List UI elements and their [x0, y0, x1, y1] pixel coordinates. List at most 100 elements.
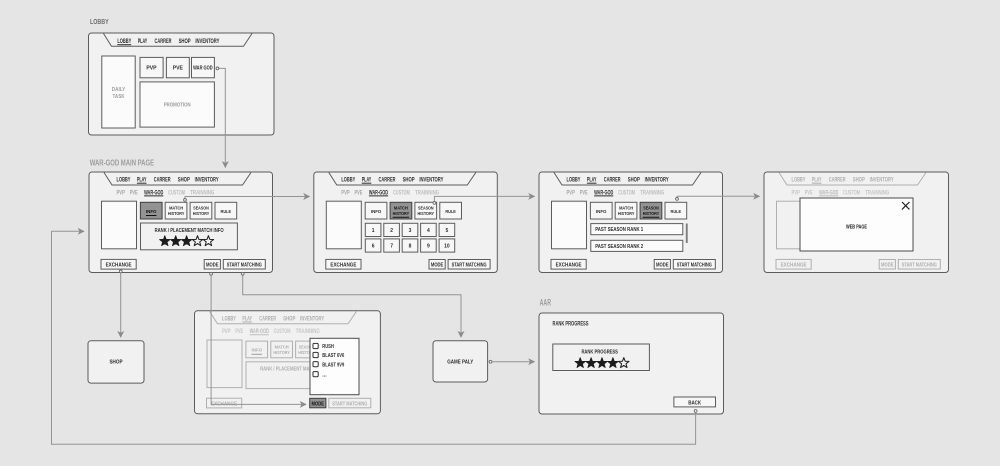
- svg-text:INVENTORY: INVENTORY: [419, 177, 444, 184]
- svg-text:RANK PROGRESS: RANK PROGRESS: [581, 350, 618, 356]
- svg-text:PLAY: PLAY: [362, 177, 372, 184]
- svg-text:RANK / PLACEMENT MATCH INFO: RANK / PLACEMENT MATCH INFO: [155, 228, 225, 234]
- svg-text:PVP: PVP: [792, 190, 800, 196]
- svg-text:INFO: INFO: [596, 209, 607, 215]
- svg-text:MATCH: MATCH: [169, 206, 183, 212]
- svg-text:PVP: PVP: [341, 190, 349, 196]
- svg-text:LOBBY: LOBBY: [90, 19, 109, 26]
- svg-text:3: 3: [409, 228, 412, 234]
- svg-text:MATCH: MATCH: [275, 344, 289, 350]
- svg-text:CUSTOM: CUSTOM: [393, 190, 410, 196]
- svg-text:4: 4: [427, 228, 430, 234]
- svg-text:RULE: RULE: [221, 209, 232, 215]
- svg-text:SEASON: SEASON: [418, 206, 434, 212]
- svg-text:RANK / PLACEMENT MATCH INFO: RANK / PLACEMENT MATCH INFO: [260, 367, 330, 373]
- svg-text:PVP: PVP: [146, 66, 157, 72]
- svg-text:PAST SEASON RANK 1: PAST SEASON RANK 1: [595, 227, 643, 233]
- svg-text:CARRER: CARRER: [155, 38, 172, 45]
- svg-text:CARRER: CARRER: [829, 177, 846, 184]
- svg-text:WAR-GOD: WAR-GOD: [819, 190, 839, 196]
- svg-text:CARRER: CARRER: [154, 177, 171, 184]
- svg-text:6: 6: [372, 244, 375, 250]
- svg-text:TRAINNING: TRAINNING: [865, 190, 889, 196]
- svg-text:MODE: MODE: [206, 263, 219, 269]
- svg-text:RULE: RULE: [445, 209, 456, 215]
- svg-text:PLAY: PLAY: [138, 38, 148, 45]
- svg-text:CARRER: CARRER: [259, 315, 276, 322]
- svg-text:LOBBY: LOBBY: [341, 177, 355, 184]
- svg-text:PLAY: PLAY: [242, 315, 252, 322]
- svg-text:INVENTORY: INVENTORY: [195, 177, 220, 184]
- svg-text:HISTORY: HISTORY: [418, 211, 435, 217]
- svg-text:LOBBY: LOBBY: [222, 315, 236, 322]
- svg-text:SEASON: SEASON: [193, 206, 209, 212]
- svg-text:START MATCHING: START MATCHING: [332, 401, 367, 407]
- svg-text:PAST SEASON RANK 2: PAST SEASON RANK 2: [595, 244, 643, 250]
- svg-text:HISTORY: HISTORY: [168, 211, 185, 217]
- svg-text:TRAINNING: TRAINNING: [640, 190, 664, 196]
- svg-text:INVENTORY: INVENTORY: [195, 38, 220, 45]
- svg-text:CARRER: CARRER: [379, 177, 396, 184]
- svg-text:WAR-GOD MAIN PAGE: WAR-GOD MAIN PAGE: [90, 159, 155, 168]
- svg-text:CUSTOM: CUSTOM: [618, 190, 635, 196]
- svg-text:PVP: PVP: [117, 190, 125, 196]
- svg-text:PVE: PVE: [235, 329, 243, 335]
- svg-text:MODE: MODE: [312, 401, 325, 407]
- svg-text:5: 5: [446, 228, 449, 234]
- svg-text:EXCHANGE: EXCHANGE: [781, 263, 807, 269]
- svg-text:WAR-GOD: WAR-GOD: [250, 329, 270, 335]
- svg-text:EXCHANGE: EXCHANGE: [556, 263, 582, 269]
- svg-text:SHOP: SHOP: [178, 177, 190, 184]
- svg-text:AAR: AAR: [540, 298, 552, 308]
- svg-text:HISTORY: HISTORY: [643, 211, 660, 217]
- svg-text:MATCH: MATCH: [619, 206, 633, 212]
- svg-text:INVENTORY: INVENTORY: [300, 315, 325, 322]
- svg-text:TASK: TASK: [113, 94, 125, 100]
- svg-text:PVP: PVP: [567, 190, 575, 196]
- svg-text:LOBBY: LOBBY: [567, 177, 581, 184]
- svg-text:START MATCHING: START MATCHING: [452, 263, 487, 269]
- svg-text:CUSTOM: CUSTOM: [168, 190, 185, 196]
- svg-text:MATCH: MATCH: [394, 206, 408, 212]
- svg-text:START MATCHING: START MATCHING: [677, 263, 712, 269]
- svg-text:PLAY: PLAY: [812, 177, 822, 184]
- svg-text:1: 1: [372, 228, 375, 234]
- svg-text:SHOP: SHOP: [403, 177, 415, 184]
- svg-text:EXCHANGE: EXCHANGE: [106, 263, 132, 269]
- svg-text:PVE: PVE: [130, 190, 138, 196]
- svg-text:SHOP: SHOP: [628, 177, 640, 184]
- svg-text:WAR-GOD: WAR-GOD: [369, 190, 389, 196]
- svg-text:9: 9: [427, 244, 430, 250]
- svg-text:EXCHANGE: EXCHANGE: [330, 263, 356, 269]
- svg-text:PVE: PVE: [580, 190, 588, 196]
- svg-text:GAME PALY: GAME PALY: [447, 360, 473, 366]
- svg-text:SEASON: SEASON: [299, 344, 315, 350]
- svg-text:PVE: PVE: [355, 190, 363, 196]
- svg-text:START MATCHING: START MATCHING: [227, 263, 262, 269]
- svg-text:MODE: MODE: [881, 263, 894, 269]
- svg-text:INFO: INFO: [146, 209, 157, 215]
- svg-text:HISTORY: HISTORY: [393, 211, 410, 217]
- svg-text:7: 7: [390, 244, 393, 250]
- svg-text:PLAY: PLAY: [587, 177, 597, 184]
- svg-text:CARRER: CARRER: [604, 177, 621, 184]
- svg-text:BLAST 6V6: BLAST 6V6: [322, 353, 344, 359]
- svg-text:BACK: BACK: [688, 400, 701, 406]
- svg-text:HISTORY: HISTORY: [618, 211, 635, 217]
- svg-text:TRAINNING: TRAINNING: [296, 329, 320, 335]
- svg-text:CUSTOM: CUSTOM: [274, 329, 291, 335]
- svg-text:WAR-GOD: WAR-GOD: [594, 190, 614, 196]
- svg-text:RUSH: RUSH: [322, 344, 334, 350]
- svg-text:SHOP: SHOP: [179, 38, 191, 45]
- svg-text:PVE: PVE: [173, 66, 184, 72]
- svg-text:WAR GOD: WAR GOD: [193, 66, 213, 72]
- svg-text:INFO: INFO: [252, 348, 263, 354]
- svg-text:SHOP: SHOP: [283, 315, 295, 322]
- svg-text:SHOP: SHOP: [853, 177, 865, 184]
- svg-text:START MATCHING: START MATCHING: [902, 263, 937, 269]
- svg-text:INFO: INFO: [371, 209, 382, 215]
- svg-text:PROMOTION: PROMOTION: [164, 103, 191, 109]
- svg-text:MODE: MODE: [656, 263, 669, 269]
- svg-text:CUSTOM: CUSTOM: [843, 190, 860, 196]
- svg-text:HISTORY: HISTORY: [273, 350, 290, 356]
